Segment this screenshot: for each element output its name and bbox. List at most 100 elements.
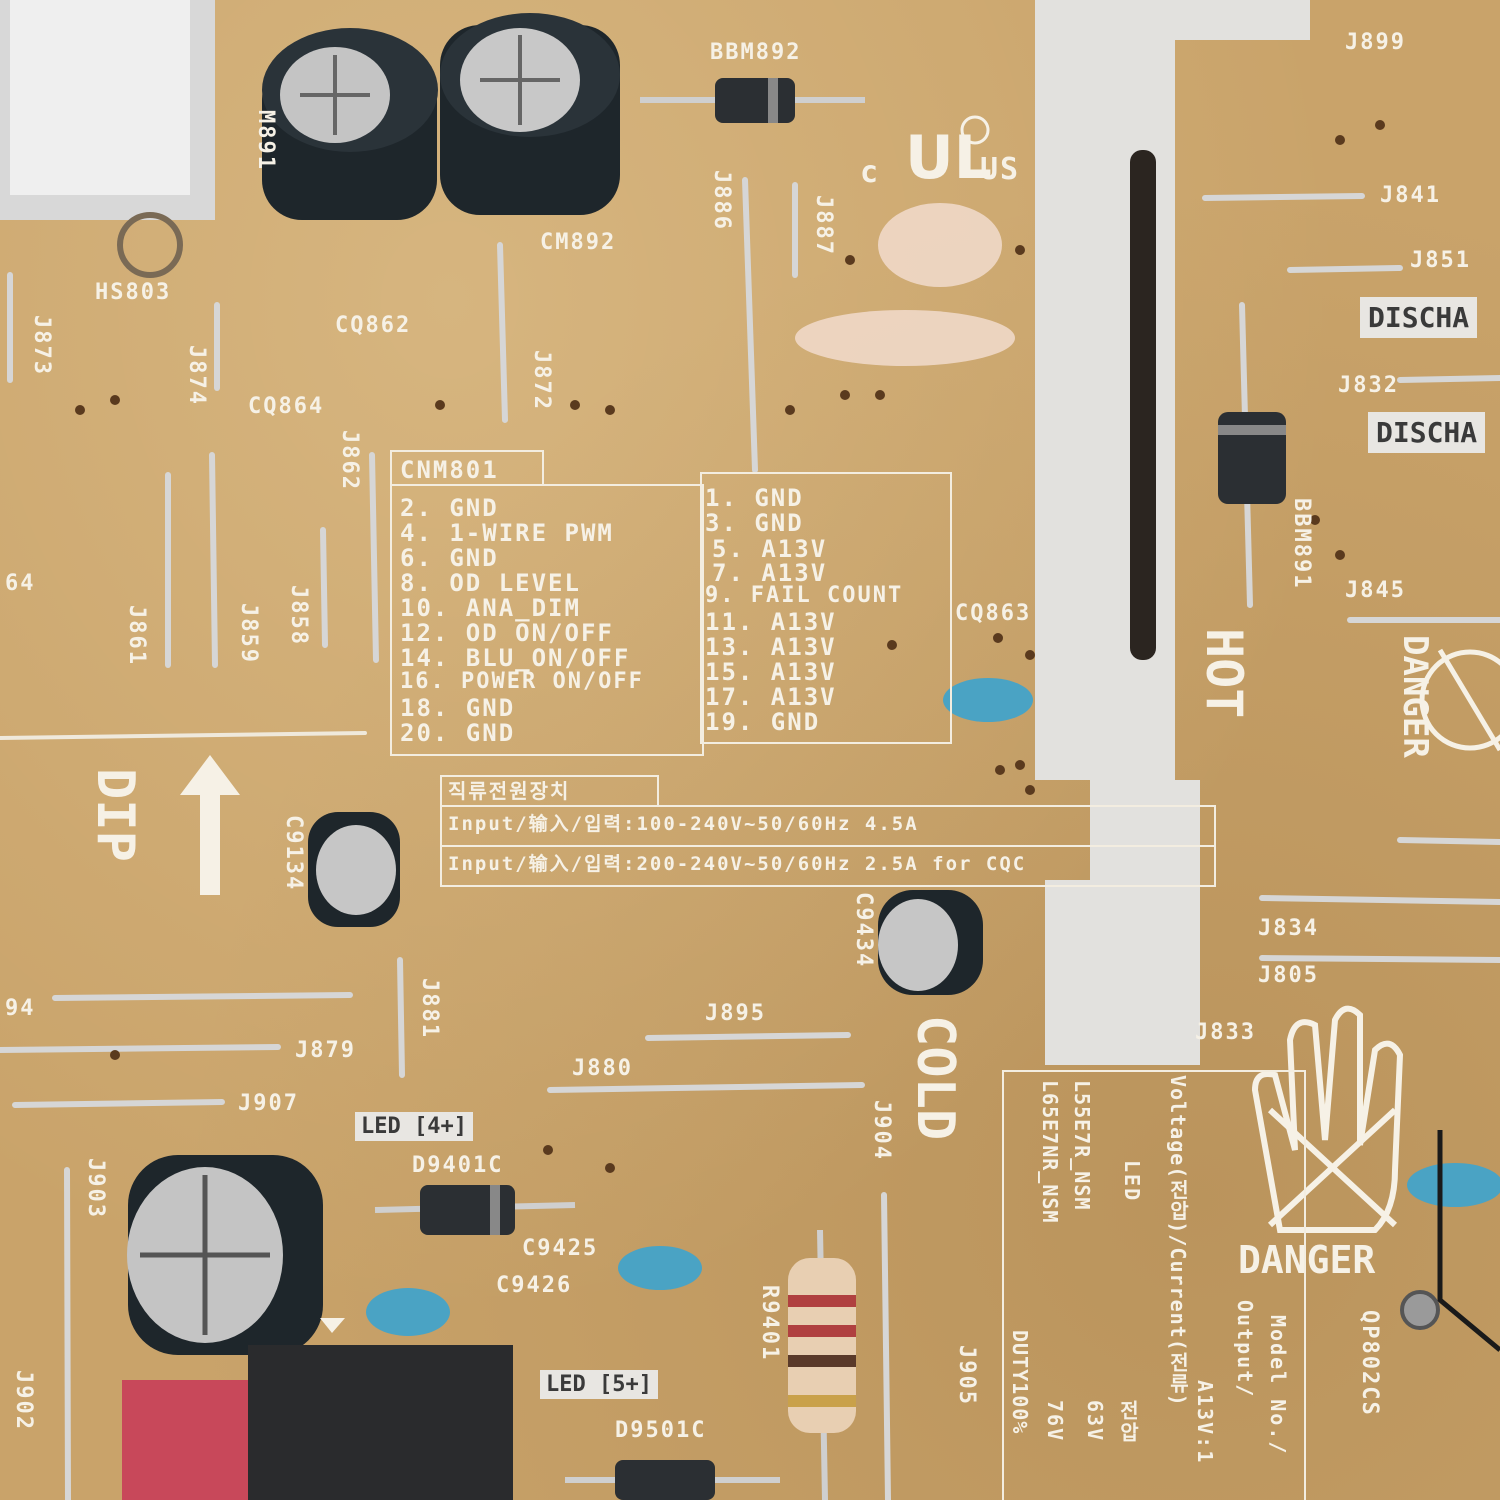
spec-table [1002, 1070, 1306, 1500]
spec-63v: 63V [1083, 1400, 1107, 1443]
ul-mark: UL [905, 115, 992, 193]
label-j905: J905 [954, 1345, 979, 1406]
label-bbm891: BBM891 [1289, 498, 1314, 590]
pin-16: 16. POWER ON/OFF [400, 669, 644, 694]
discharge-plate-2: DISCHA [1368, 412, 1486, 453]
smudge-mark [878, 203, 1002, 287]
label-j899: J899 [1345, 30, 1406, 55]
label-ul-c: c [860, 155, 881, 190]
pin-14: 14. BLU_ON/OFF [400, 644, 631, 672]
label-cq864: CQ864 [248, 394, 325, 419]
label-c9426: C9426 [496, 1273, 573, 1298]
rating-line-1: Input/输入/입력:100-240V~50/60Hz 4.5A [448, 813, 919, 835]
label-edge-94: 94 [5, 996, 36, 1021]
cnm801-title-box: CNM801 [390, 450, 544, 486]
label-j851: J851 [1410, 248, 1471, 273]
label-j845: J845 [1345, 578, 1406, 603]
jumper-wires-horizontal [0, 193, 1500, 1108]
spec-model-l55: L55E7R_NSM [1070, 1080, 1094, 1211]
label-j880: J880 [572, 1056, 633, 1081]
rating-divider [442, 845, 1214, 847]
label-d9501c: D9501C [615, 1418, 707, 1443]
label-cq862: CQ862 [335, 313, 412, 338]
label-j858: J858 [286, 585, 311, 646]
diode-d9401c [374, 1185, 576, 1235]
pin-13: 13. A13V [705, 633, 837, 661]
pin-5: 5. A13V [712, 535, 828, 563]
pin-1: 1. GND [705, 484, 804, 512]
rating-box: Input/输入/입력:100-240V~50/60Hz 4.5A Input/… [440, 805, 1216, 887]
trace [1437, 1130, 1500, 1352]
label-m891: M891 [253, 110, 278, 171]
pin-9: 9. FAIL COUNT [705, 583, 904, 608]
label-j902: J902 [11, 1370, 36, 1431]
label-j887: J887 [811, 195, 836, 256]
isolation-channel [1035, 0, 1310, 1065]
label-cm892: CM892 [540, 230, 617, 255]
jumper-wires [7, 177, 1253, 1500]
ceramic-capacitor-c9425 [618, 1246, 702, 1290]
svg-text:UL: UL [905, 123, 992, 193]
discharge-plate-1: DISCHA [1360, 297, 1478, 338]
pin-12: 12. OD ON/OFF [400, 619, 614, 647]
label-led-4: LED [4+] [355, 1112, 473, 1141]
resistor-r9401 [788, 1229, 856, 1500]
spec-output: Output/ [1233, 1300, 1257, 1399]
label-cold: COLD [905, 1015, 965, 1141]
rating-header: 직류전원장치 [448, 779, 571, 803]
label-c9134: C9134 [281, 815, 306, 892]
label-j861: J861 [124, 605, 149, 666]
label-j841: J841 [1380, 183, 1441, 208]
label-j832: J832 [1338, 373, 1399, 398]
rating-line-2: Input/输入/입력:200-240V~50/60Hz 2.5A for CQ… [448, 853, 1027, 875]
spec-led: LED [1120, 1160, 1144, 1203]
diode-bbm891 [1218, 412, 1286, 504]
label-j859: J859 [236, 603, 261, 664]
screw-qp802cs [1400, 1290, 1440, 1330]
label-j833: J833 [1195, 1020, 1256, 1045]
cnm801-title: CNM801 [400, 456, 499, 484]
label-c9434: C9434 [851, 892, 876, 969]
label-j862: J862 [337, 430, 362, 491]
label-d9401c: D9401C [412, 1153, 504, 1178]
danger-symbol-right [1419, 648, 1500, 752]
capacitor-cm892 [440, 13, 620, 215]
pin-3: 3. GND [705, 509, 804, 537]
label-j881: J881 [417, 978, 442, 1039]
ceramic-capacitor-right [1407, 1163, 1500, 1207]
smudge-mark [795, 310, 1015, 366]
label-j874: J874 [184, 345, 209, 406]
capacitor-c9134 [308, 812, 400, 927]
spec-model-l65: L65E7NR_NSM [1038, 1080, 1062, 1224]
via-holes [75, 120, 1385, 1173]
label-r9401: R9401 [757, 1285, 782, 1362]
label-led-5: LED [5+] [540, 1370, 658, 1399]
label-j872: J872 [529, 350, 554, 411]
hand-danger-icon [1251, 1005, 1404, 1233]
rating-header-box: 직류전원장치 [440, 775, 659, 807]
label-j886: J886 [709, 170, 734, 231]
cnm801-right-column [700, 472, 952, 744]
label-dip: DIP [85, 768, 145, 862]
transformer-block [248, 1345, 513, 1500]
capacitor-large-bottom [127, 1155, 323, 1355]
pin-17: 17. A13V [705, 683, 837, 711]
label-c9425: C9425 [522, 1236, 599, 1261]
capacitor-c9434 [878, 890, 983, 995]
pin-6: 6. GND [400, 544, 499, 572]
label-j879: J879 [295, 1038, 356, 1063]
pin-7: 7. A13V [712, 559, 828, 587]
label-bbm892: BBM892 [710, 40, 802, 65]
label-qp802cs: QP802CS [1357, 1310, 1382, 1417]
diode-bbm892 [640, 78, 865, 123]
ceramic-capacitor-cq863 [943, 678, 1033, 722]
isolation-slot [1130, 150, 1156, 660]
spec-voltage-ko: 전압 [1116, 1400, 1140, 1444]
heatsink-screw [117, 212, 183, 278]
label-j895: J895 [705, 1001, 766, 1026]
label-j834: J834 [1258, 916, 1319, 941]
dip-arrow [180, 755, 240, 895]
pin-15: 15. A13V [705, 658, 837, 686]
label-j904: J904 [869, 1100, 894, 1161]
